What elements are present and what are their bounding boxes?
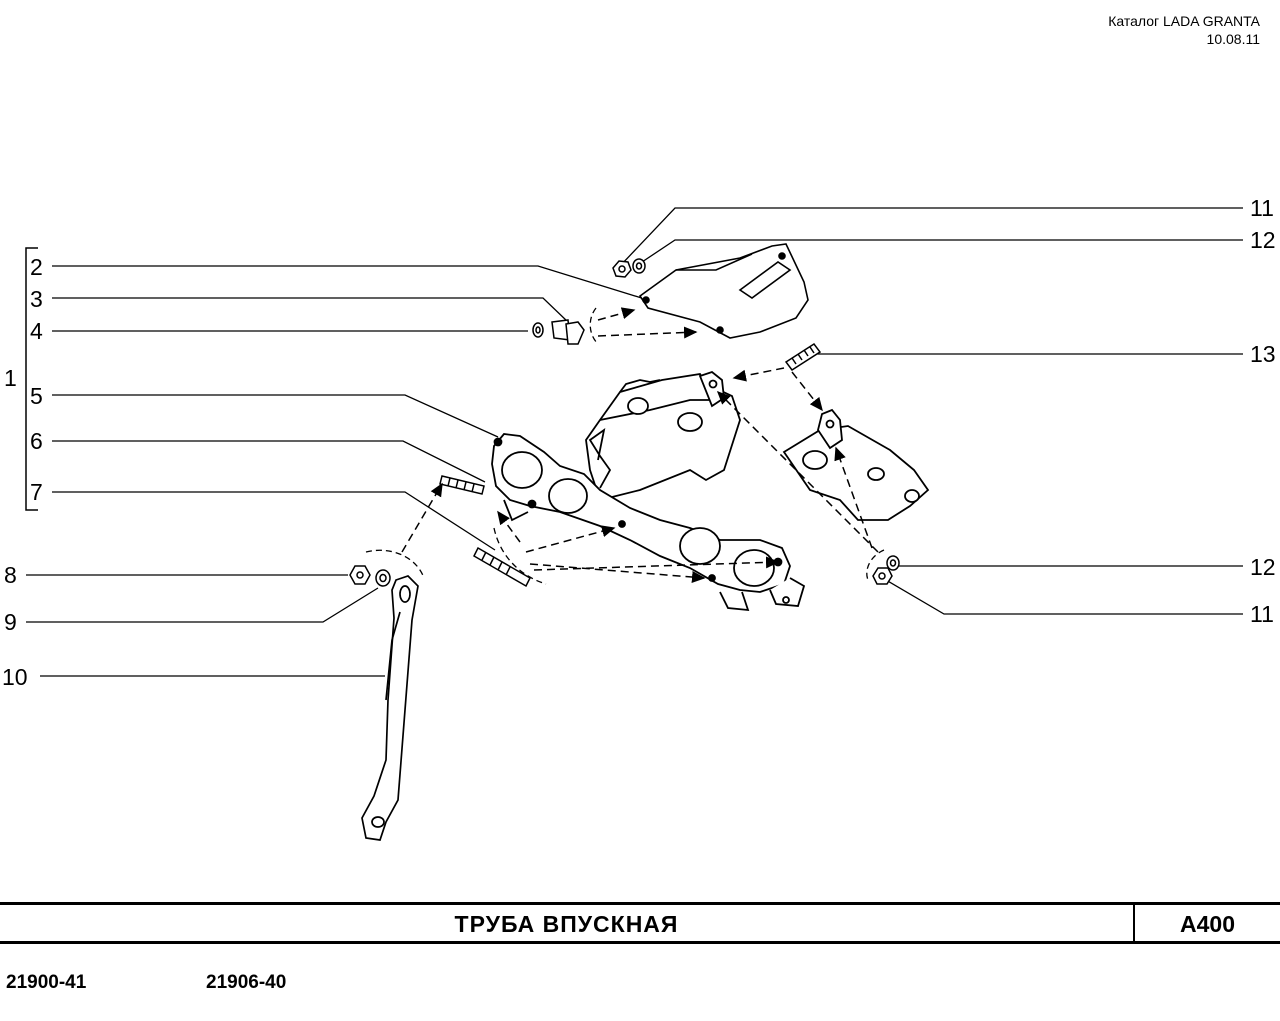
title-separator [1133,905,1135,941]
callout-13: 13 [1250,341,1276,367]
arc-indicators [365,307,885,585]
leader-3 [52,297,569,323]
leader-lines [26,207,1243,677]
callout-12-top: 12 [1250,227,1276,253]
title-bar: ТРУБА ВПУСКНАЯ A400 [0,902,1280,944]
leader-11-top [619,207,1243,267]
callout-11-top: 11 [1250,195,1274,221]
intake-manifold-diagram: 1 2 3 4 5 6 7 8 9 10 11 12 13 12 11 [2,195,1276,841]
callout-7: 7 [30,479,43,505]
callout-10: 10 [2,664,28,690]
callout-6: 6 [30,428,43,454]
leader-7 [52,491,496,551]
studs-6-7 [439,475,531,588]
support-bracket [361,575,419,841]
leader-6 [52,440,486,483]
page-code: A400 [1180,911,1235,937]
group-bracket [25,247,38,511]
callout-5: 5 [30,383,43,409]
callout-8: 8 [4,562,17,588]
callout-4: 4 [30,318,43,344]
nut-washer-8-9 [349,565,391,587]
catalog-header: Каталог LADA GRANTA 10.08.11 [1108,12,1260,48]
catalog-date: 10.08.11 [1206,31,1260,47]
nut-washer-top [612,258,646,278]
leader-5 [52,394,499,438]
bolt-washer [532,319,585,345]
page-title: ТРУБА ВПУСКНАЯ [454,911,679,937]
leader-13 [807,351,1243,355]
nut-washer-bottom [872,555,900,585]
assembly-arrows [401,307,879,584]
leader-2 [52,265,649,301]
leader-9 [26,587,379,623]
model-code-1: 21900-41 [6,972,87,993]
catalog-name: Каталог LADA GRANTA [1108,13,1260,29]
heat-shield [638,243,809,339]
stud-13 [784,342,822,372]
callout-3: 3 [30,286,43,312]
model-code-2: 21906-40 [206,972,287,993]
callout-2: 2 [30,254,43,280]
callout-11-bottom: 11 [1250,601,1274,627]
leader-11-bottom [885,579,1243,615]
manifold-body [491,370,930,612]
callout-1: 1 [4,365,17,391]
callout-labels: 1 2 3 4 5 6 7 8 9 10 11 12 13 12 11 [2,195,1276,690]
callout-9: 9 [4,609,17,635]
leader-12-top [641,239,1243,263]
callout-12-bottom: 12 [1250,554,1276,580]
